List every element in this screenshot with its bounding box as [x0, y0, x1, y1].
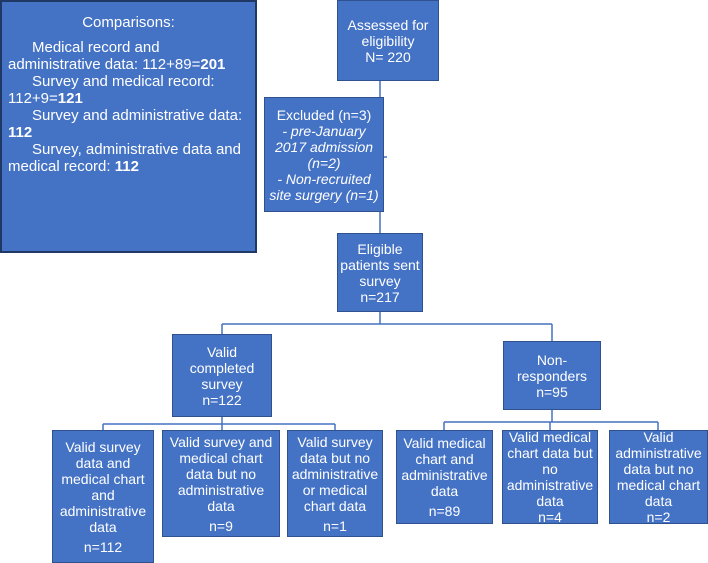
excluded-item: - pre-January	[282, 122, 366, 139]
non-responders-line: Non-	[536, 351, 568, 368]
leaf-line: Valid survey	[65, 438, 141, 455]
comparison-item: Survey and administrative data: 112	[8, 107, 243, 141]
leaf-line: or medical	[302, 481, 368, 498]
excluded-box: Excluded (n=3) - pre-January 2017 admiss…	[264, 97, 384, 212]
comparison-item: Survey and medical record: 112+9=121	[8, 73, 215, 107]
assessed-count: N= 220	[365, 48, 411, 65]
eligible-box: Eligible patients sent survey n=217	[337, 233, 423, 312]
leaf-line: administrative	[615, 445, 702, 461]
leaf-line: Valid survey	[297, 433, 373, 450]
leaf-chart-only: Valid medical chart data but no administ…	[502, 429, 598, 525]
leaf-line: Valid survey and	[169, 433, 273, 450]
assessed-line: eligibility	[361, 32, 415, 49]
leaf-count: n=4	[538, 509, 562, 525]
valid-completed-count: n=122	[202, 391, 242, 408]
excluded-item: site surgery (n=1)	[269, 186, 379, 203]
eligible-line: Eligible	[357, 240, 403, 257]
leaf-line: Valid medical	[403, 435, 486, 451]
leaf-line: data but no	[623, 461, 694, 477]
excluded-item: - Non-recruited	[277, 170, 371, 187]
leaf-line: data but no	[185, 465, 257, 482]
eligible-count: n=217	[360, 288, 400, 305]
leaf-line: chart and	[415, 451, 474, 467]
leaf-line: data and	[75, 454, 131, 471]
excluded-item: 2017 admission	[274, 138, 374, 155]
leaf-line: chart data	[303, 497, 367, 514]
leaf-line: data	[207, 497, 235, 514]
leaf-line: medical chart	[179, 449, 263, 466]
leaf-line: data	[644, 493, 673, 509]
leaf-line: administrative	[177, 481, 265, 498]
leaf-count: n=2	[646, 509, 671, 525]
leaf-line: data but no	[299, 449, 371, 466]
comparisons-box: Comparisons: Medical record and administ…	[0, 0, 257, 253]
leaf-survey-only: Valid survey data but no administrative …	[287, 430, 383, 537]
non-responders-line: responders	[516, 367, 588, 384]
non-responders-count: n=95	[536, 383, 568, 400]
leaf-line: Valid medical	[508, 429, 592, 445]
leaf-count: n=89	[428, 503, 461, 519]
leaf-line: data	[89, 518, 117, 535]
eligible-line: survey	[359, 272, 401, 289]
valid-completed-line: Valid	[206, 343, 238, 360]
leaf-count: n=1	[323, 517, 347, 534]
excluded-title: Excluded (n=3)	[276, 106, 372, 123]
leaf-line: data	[430, 483, 459, 499]
leaf-line: medical chart	[61, 470, 145, 487]
leaf-line: data	[536, 493, 564, 509]
comparisons-title: Comparisons:	[82, 14, 175, 31]
leaf-line: and	[91, 486, 115, 503]
comparison-item: Medical record and administrative data: …	[8, 39, 226, 73]
valid-completed-line: completed	[189, 359, 255, 376]
leaf-survey-chart-admin: Valid survey data and medical chart and …	[52, 430, 154, 563]
leaf-line: medical chart	[616, 477, 701, 493]
non-responders-box: Non- responders n=95	[503, 341, 601, 410]
leaf-line: administrative	[291, 465, 379, 482]
leaf-line: administrative	[401, 467, 488, 483]
leaf-line: chart data but	[507, 445, 593, 461]
leaf-admin-only: Valid administrative data but no medical…	[609, 429, 708, 525]
valid-completed-box: Valid completed survey n=122	[172, 334, 272, 417]
leaf-line: administrative	[506, 477, 594, 493]
leaf-line: Valid	[643, 429, 674, 445]
leaf-chart-admin: Valid medical chart and administrative d…	[396, 430, 493, 524]
assessed-box: Assessed for eligibility N= 220	[337, 0, 439, 81]
leaf-line: no	[542, 461, 558, 477]
comparison-item: Survey, administrative data and medical …	[8, 141, 241, 175]
leaf-count: n=112	[83, 538, 123, 555]
assessed-line: Assessed for	[347, 16, 429, 33]
excluded-item: (n=2)	[307, 154, 341, 171]
leaf-survey-chart: Valid survey and medical chart data but …	[162, 430, 280, 537]
leaf-count: n=9	[209, 517, 233, 534]
valid-completed-line: survey	[201, 375, 243, 392]
eligible-line: patients sent	[340, 256, 420, 273]
leaf-line: administrative	[59, 502, 147, 519]
